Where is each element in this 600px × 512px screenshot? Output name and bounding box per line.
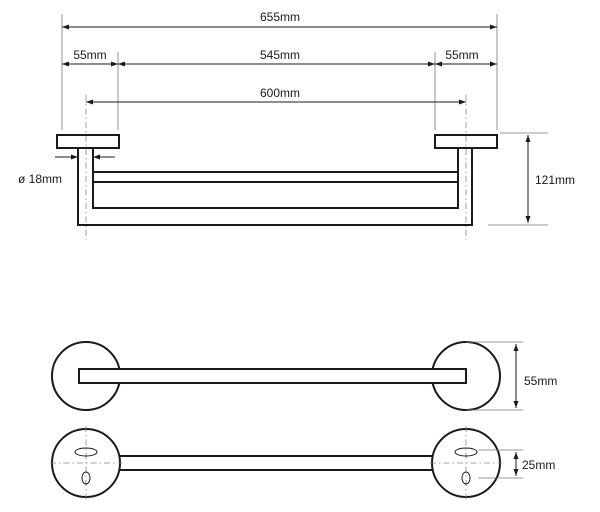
left-upper-keyhole [74,447,98,457]
right-upper-keyhole [454,447,478,457]
dim-label-left-mount: 55mm [73,48,106,62]
dim-label-overall-width: 655mm [260,10,300,24]
right-wall-mount [434,134,498,149]
dim-label-tube-diameter: ø 18mm [18,172,62,186]
dim-label-depth: 121mm [535,173,575,187]
dim-label-right-mount: 55mm [445,48,478,62]
dim-label-center-distance: 600mm [260,86,300,100]
mounting-view: 25mm [50,426,555,500]
left-lower-slot [81,471,91,485]
left-wall-mount [56,134,120,149]
top-view: 55mm [51,341,557,411]
dim-label-middle-span: 545mm [260,48,300,62]
top-view-bar [78,368,467,384]
inner-bar-tube [92,148,459,209]
front-view: 655mm 55mm 545mm 55mm 600mm ø 18mm 121mm [18,10,575,240]
outer-bar-tube [77,148,473,226]
right-lower-slot [461,471,471,485]
dim-label-mount-spacing: 25mm [522,458,555,472]
dim-label-rosette-diameter: 55mm [524,374,557,388]
